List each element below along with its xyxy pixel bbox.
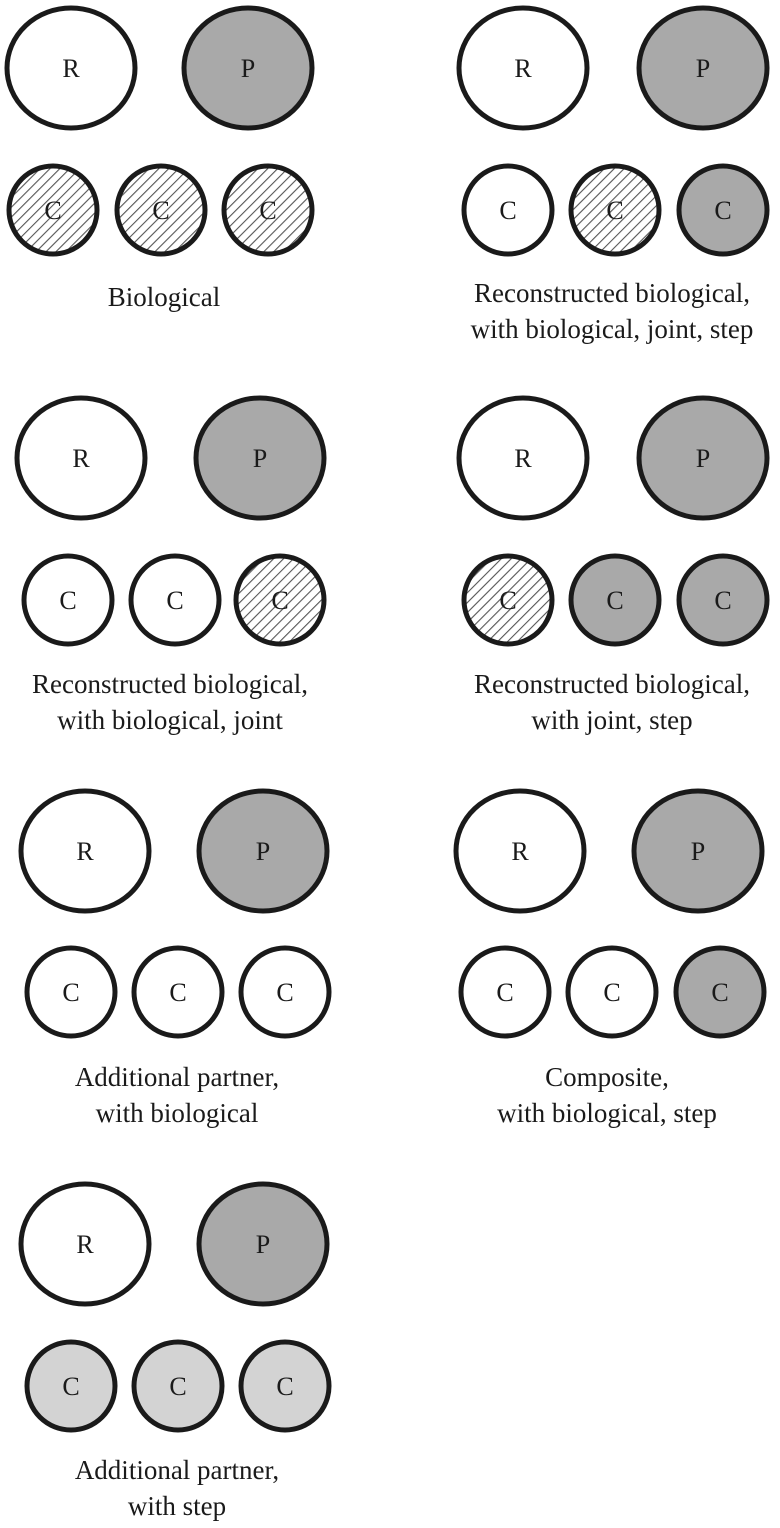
child-node-label: C bbox=[62, 978, 79, 1007]
parent-node-p bbox=[181, 5, 315, 131]
child-node bbox=[238, 1339, 332, 1433]
child-node bbox=[21, 553, 115, 647]
panel-caption-line: Reconstructed biological, bbox=[474, 278, 750, 308]
child-node-label: C bbox=[276, 978, 293, 1007]
child-node bbox=[131, 1339, 225, 1433]
panel-caption-line: with biological, step bbox=[497, 1098, 717, 1128]
child-node-label: C bbox=[62, 1372, 79, 1401]
parent-node-p bbox=[196, 788, 330, 914]
child-node-label: C bbox=[59, 586, 76, 615]
child-node-label: C bbox=[499, 196, 516, 225]
child-node-label: C bbox=[606, 586, 623, 615]
parent-node-r bbox=[4, 5, 138, 131]
parent-node-label: R bbox=[511, 837, 529, 866]
parent-node-r bbox=[18, 788, 152, 914]
parent-node-r bbox=[14, 395, 148, 521]
panel-reconstructed-bio-joint: R P C C C Reconstructed biological, with biolo… bbox=[14, 395, 327, 735]
parent-node-r bbox=[453, 788, 587, 914]
child-node bbox=[24, 1339, 118, 1433]
parent-node-label: R bbox=[514, 54, 532, 83]
child-node bbox=[233, 553, 327, 647]
parent-node-label: R bbox=[62, 54, 80, 83]
panel-caption-line: with step bbox=[128, 1491, 226, 1521]
child-node-label: C bbox=[152, 196, 169, 225]
panel-caption-line: Composite, bbox=[545, 1062, 669, 1092]
child-node-label: C bbox=[166, 586, 183, 615]
panel-caption-line: Biological bbox=[108, 282, 220, 312]
child-node-label: C bbox=[169, 978, 186, 1007]
child-node bbox=[458, 945, 552, 1039]
child-node bbox=[131, 945, 225, 1039]
parent-node-label: R bbox=[76, 837, 94, 866]
parent-node-r bbox=[18, 1181, 152, 1307]
child-node bbox=[673, 945, 767, 1039]
parent-node-label: P bbox=[256, 837, 270, 866]
parent-node-p bbox=[636, 395, 770, 521]
child-node bbox=[565, 945, 659, 1039]
child-node bbox=[238, 945, 332, 1039]
child-node-label: C bbox=[44, 196, 61, 225]
child-node-label: C bbox=[606, 196, 623, 225]
panel-composite-bio-step: R P C C C Composite, with biological, step bbox=[453, 788, 767, 1128]
panel-caption-line: with biological, joint bbox=[57, 705, 283, 735]
child-node-label: C bbox=[603, 978, 620, 1007]
parent-node-label: P bbox=[241, 54, 255, 83]
child-node-label: C bbox=[169, 1372, 186, 1401]
child-node-label: C bbox=[496, 978, 513, 1007]
parent-node-label: P bbox=[696, 54, 710, 83]
panel-biological: R P C C C Biological bbox=[4, 5, 315, 312]
child-node-label: C bbox=[711, 978, 728, 1007]
parent-node-p bbox=[636, 5, 770, 131]
panel-caption-line: with joint, step bbox=[531, 705, 692, 735]
parent-node-p bbox=[631, 788, 765, 914]
parent-node-label: R bbox=[76, 1230, 94, 1259]
child-node bbox=[676, 163, 770, 257]
parent-node-r bbox=[456, 5, 590, 131]
parent-node-label: R bbox=[72, 444, 90, 473]
child-node-label: C bbox=[276, 1372, 293, 1401]
parent-node-label: P bbox=[696, 444, 710, 473]
parent-node-r bbox=[456, 395, 590, 521]
child-node-label: C bbox=[714, 196, 731, 225]
child-node-label: C bbox=[499, 586, 516, 615]
child-node bbox=[568, 553, 662, 647]
child-node bbox=[114, 163, 208, 257]
panel-reconstructed-joint-step: R P C C C Reconstructed biological, with joint… bbox=[456, 395, 770, 735]
parent-node-label: R bbox=[514, 444, 532, 473]
parent-node-label: P bbox=[256, 1230, 270, 1259]
parent-node-label: P bbox=[253, 444, 267, 473]
panel-additional-partner-step: R P C C C Additional partner, with step bbox=[18, 1181, 332, 1521]
child-node bbox=[24, 945, 118, 1039]
child-node bbox=[568, 163, 662, 257]
panel-caption-line: with biological, joint, step bbox=[471, 314, 754, 344]
parent-node-p bbox=[193, 395, 327, 521]
parent-node-label: P bbox=[691, 837, 705, 866]
panel-reconstructed-bio-joint-step: R P C C C Reconstructed biological, with biolo… bbox=[456, 5, 770, 344]
child-node bbox=[128, 553, 222, 647]
child-node-label: C bbox=[271, 586, 288, 615]
panel-additional-partner-bio: R P C C C Additional partner, with biological bbox=[18, 788, 332, 1128]
parent-node-p bbox=[196, 1181, 330, 1307]
child-node bbox=[221, 163, 315, 257]
child-node bbox=[461, 553, 555, 647]
panel-caption-line: with biological bbox=[96, 1098, 259, 1128]
panel-caption-line: Additional partner, bbox=[75, 1455, 279, 1485]
child-node-label: C bbox=[259, 196, 276, 225]
panel-caption-line: Additional partner, bbox=[75, 1062, 279, 1092]
child-node bbox=[461, 163, 555, 257]
child-node bbox=[676, 553, 770, 647]
child-node-label: C bbox=[714, 586, 731, 615]
child-node bbox=[6, 163, 100, 257]
panel-caption-line: Reconstructed biological, bbox=[474, 669, 750, 699]
panel-caption-line: Reconstructed biological, bbox=[32, 669, 308, 699]
